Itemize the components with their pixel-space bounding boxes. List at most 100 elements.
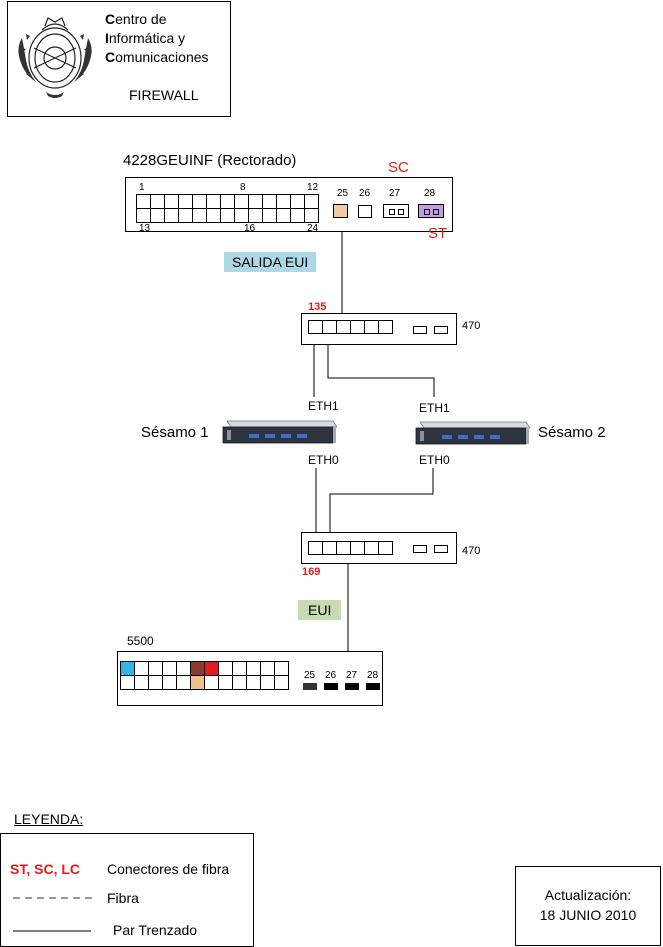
port-28-st: [418, 204, 444, 218]
switch-top-a-port: [234, 194, 249, 209]
switch-top-a-port: [206, 194, 221, 209]
sw5500-port-28: [366, 683, 380, 690]
switch-top-b-port: [290, 208, 305, 223]
hub-bottom-port: [308, 541, 323, 555]
switch-bottom-port: [218, 661, 233, 676]
hub-bottom-port: [350, 541, 365, 555]
switch-top-a-port: [150, 194, 165, 209]
s1-eth0-label: ETH0: [308, 453, 339, 467]
port-label-25: 25: [337, 188, 349, 199]
switch-bottom-port: [162, 675, 177, 690]
update-date: 18 JUNIO 2010: [539, 907, 637, 923]
switch-top-b-port: [276, 194, 291, 209]
sw5500-port-25: [303, 683, 317, 690]
sw5500-port-label-25: 25: [304, 670, 316, 681]
switch-bottom-port: [176, 675, 191, 690]
header-subtitle: FIREWALL: [129, 87, 199, 103]
legend-fiber-connectors-label: Conectores de fibra: [107, 861, 230, 877]
hub-top-led-2: [434, 326, 448, 334]
switch-top-a-port: [136, 194, 151, 209]
tag-salida-eui: SALIDA EUI: [224, 252, 317, 272]
port-27-dual: [383, 204, 409, 218]
s2-eth0-label: ETH0: [419, 453, 450, 467]
switch-top-a-port: [234, 208, 249, 223]
switch-top-b-port: [290, 194, 305, 209]
hub-top-name: 470: [462, 320, 481, 332]
hub-bottom-port: [378, 541, 393, 555]
switch-top-name: 4228GEUINF (Rectorado): [123, 152, 297, 169]
switch-top-a-port: [248, 208, 263, 223]
switch-bottom-port: [274, 661, 289, 676]
switch-top-a-port: [248, 194, 263, 209]
switch-top-b-port: [262, 194, 277, 209]
switch-bottom-port: [134, 661, 149, 676]
hub-bottom-led-1: [413, 545, 427, 553]
header-line-3: Comunicaciones: [105, 49, 209, 65]
hub-top-port: [350, 320, 365, 334]
sw5500-port-label-28: 28: [367, 670, 379, 681]
hub-top-port: [336, 320, 351, 334]
tag-eui: EUI: [298, 600, 342, 620]
switch-top-a-port: [178, 208, 193, 223]
port-label-28: 28: [424, 188, 436, 199]
header-line-1: Centro de: [105, 11, 167, 27]
legend-box: ST, SC, LC Conectores de fibra Fibra Par…: [0, 833, 254, 947]
university-seal-logo: [18, 17, 92, 98]
switch-top-b-port: [304, 194, 319, 209]
port-25-fiber: [333, 204, 348, 218]
switch-bottom-port: [260, 661, 275, 676]
port-label-27: 27: [389, 188, 401, 199]
port-label-13: 13: [139, 223, 151, 234]
legend-title: LEYENDA:: [14, 811, 84, 827]
hub-bottom-port-number: 169: [302, 566, 321, 578]
sw5500-port-label-26: 26: [325, 670, 337, 681]
switch-bottom-port: [162, 661, 177, 676]
hub-bottom-led-2: [434, 545, 448, 553]
s1-name: Sésamo 1: [141, 424, 209, 441]
switch-bottom-port: [204, 675, 219, 690]
s2-name: Sésamo 2: [538, 424, 606, 441]
switch-bottom-port: [120, 661, 135, 676]
switch-bottom-port: [232, 661, 247, 676]
legend-twisted-pair-label: Par Trenzado: [113, 922, 198, 938]
legend-fiber-connectors-code: ST, SC, LC: [10, 861, 81, 877]
switch-bottom-port: [148, 661, 163, 676]
hub-bottom-port: [336, 541, 351, 555]
switch-top-a-port: [164, 194, 179, 209]
sesamo-1-server-icon: [222, 420, 337, 444]
switch-bottom-port: [176, 661, 191, 676]
s1-eth1-label: ETH1: [308, 399, 339, 413]
switch-top-a-port: [164, 208, 179, 223]
switch-bottom-port: [148, 675, 163, 690]
cable-eth0-s2: [329, 468, 434, 541]
switch-bottom-port: [274, 675, 289, 690]
sesamo-2-server-icon: [415, 421, 530, 445]
switch-bottom-port: [204, 661, 219, 676]
header-box: Centro de Informática y Comunicaciones F…: [7, 1, 231, 117]
switch-top-a-port: [192, 194, 207, 209]
switch-top-a-port: [220, 194, 235, 209]
switch-top-b-port: [262, 208, 277, 223]
switch-bottom-port: [232, 675, 247, 690]
switch-top-b-port: [276, 208, 291, 223]
cable-eth1-s2: [327, 336, 435, 397]
switch-bottom-name: 5500: [127, 634, 154, 648]
switch-bottom-port: [218, 675, 233, 690]
sw5500-port-27: [345, 683, 359, 690]
update-label: Actualización:: [544, 887, 632, 903]
hub-bottom-name: 470: [462, 545, 481, 557]
switch-bottom-port: [246, 661, 261, 676]
port-label-16: 16: [244, 223, 256, 234]
port-label-24: 24: [307, 223, 319, 234]
switch-bottom-port: [260, 675, 275, 690]
port-label-12: 12: [307, 182, 319, 193]
hub-bottom-port: [364, 541, 379, 555]
hub-top-port: [364, 320, 379, 334]
header-line-2: Informática y: [105, 30, 186, 46]
switch-top-a-port: [220, 208, 235, 223]
hub-top-port: [322, 320, 337, 334]
hub-top-led-1: [413, 326, 427, 334]
port-label-1: 1: [139, 182, 145, 193]
sw5500-port-26: [324, 683, 338, 690]
